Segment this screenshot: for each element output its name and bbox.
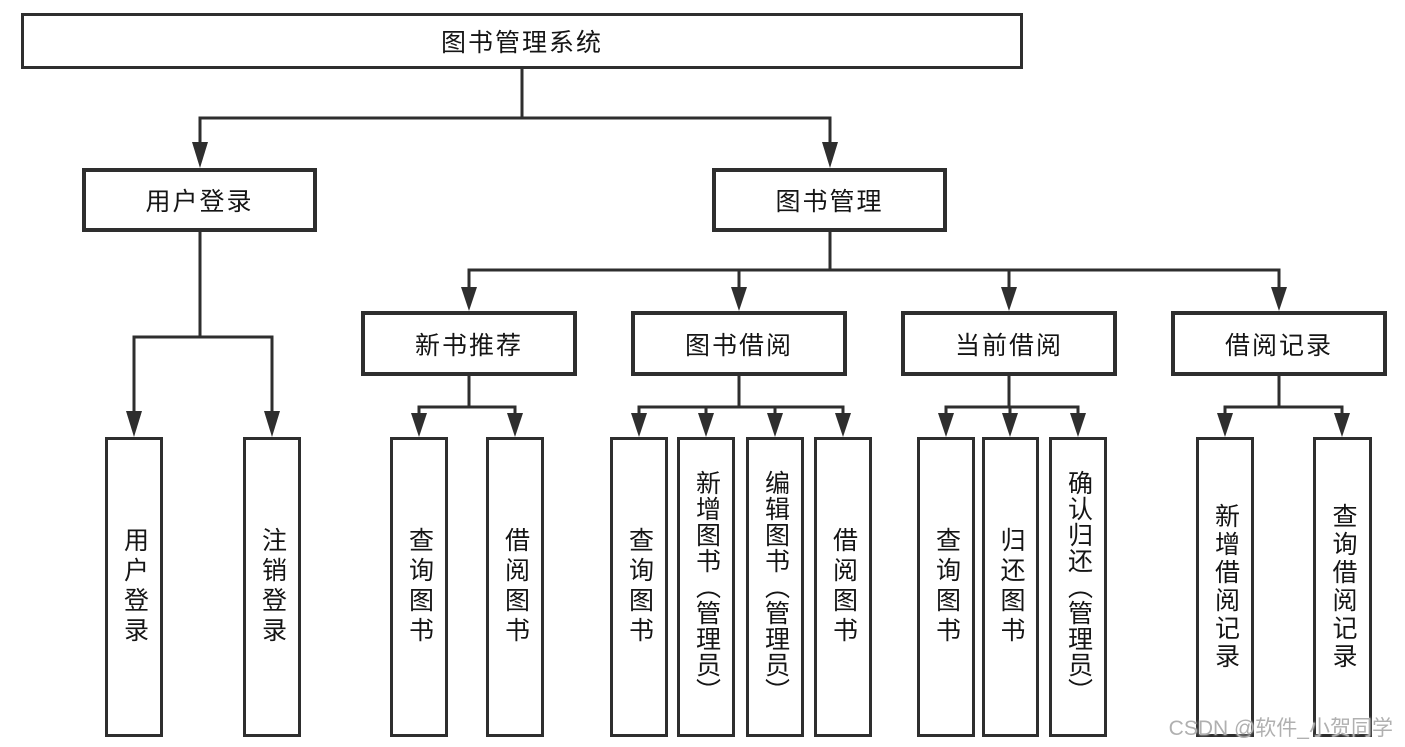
leaf-logout: 注销登录 (243, 437, 301, 737)
leaf-borrow-books-2: 借阅图书 (814, 437, 872, 737)
leaf-add-borrow-record: 新增借阅记录 (1196, 437, 1254, 737)
connector-root-to-level2 (192, 69, 838, 168)
leaf-query-books-2-label: 查询图书 (625, 527, 654, 647)
leaf-add-book-admin: 新增图书（管理员） (677, 437, 735, 737)
leaf-query-books-3-label: 查询图书 (932, 527, 961, 647)
node-new-book-recommend-label: 新书推荐 (414, 331, 523, 360)
node-book-borrow-label: 图书借阅 (684, 331, 793, 360)
node-root-label: 图书管理系统 (440, 29, 603, 57)
leaf-logout-label: 注销登录 (258, 527, 287, 647)
leaf-query-books-1: 查询图书 (390, 437, 448, 737)
leaf-query-books-1-label: 查询图书 (405, 527, 434, 647)
leaf-borrow-books-2-label: 借阅图书 (829, 527, 858, 647)
node-current-borrow: 当前借阅 (901, 311, 1117, 376)
connector-user-login-children (126, 232, 280, 437)
watermark-text: CSDN @软件_小贺同学 (1168, 717, 1393, 740)
node-root: 图书管理系统 (21, 13, 1023, 69)
node-new-book-recommend: 新书推荐 (361, 311, 577, 376)
node-current-borrow-label: 当前借阅 (954, 331, 1063, 360)
leaf-confirm-return-admin-label: 确认归还（管理员） (1064, 470, 1093, 704)
node-user-login-label: 用户登录 (145, 188, 254, 216)
leaf-query-borrow-record: 查询借阅记录 (1313, 437, 1372, 737)
leaf-query-books-2: 查询图书 (610, 437, 668, 737)
leaf-edit-book-admin: 编辑图书（管理员） (746, 437, 804, 737)
leaf-borrow-books-1-label: 借阅图书 (501, 527, 530, 647)
connector-book-management-children (461, 232, 1287, 311)
leaf-query-borrow-record-label: 查询借阅记录 (1329, 503, 1357, 671)
node-book-management: 图书管理 (712, 168, 947, 232)
leaf-user-login-label: 用户登录 (120, 527, 149, 647)
leaf-return-book-label: 归还图书 (997, 527, 1025, 647)
node-book-management-label: 图书管理 (775, 188, 884, 216)
leaf-add-borrow-record-label: 新增借阅记录 (1211, 503, 1240, 671)
node-user-login: 用户登录 (82, 168, 317, 232)
leaf-query-books-3: 查询图书 (917, 437, 975, 737)
connector-current-borrow-children (938, 376, 1086, 437)
leaf-return-book: 归还图书 (982, 437, 1039, 737)
node-borrow-records-label: 借阅记录 (1224, 331, 1333, 360)
leaf-edit-book-admin-label: 编辑图书（管理员） (761, 470, 790, 704)
node-book-borrow: 图书借阅 (631, 311, 847, 376)
connector-book-borrow-children (631, 376, 851, 437)
connector-borrow-record-children (1217, 376, 1350, 437)
leaf-confirm-return-admin: 确认归还（管理员） (1049, 437, 1107, 737)
node-borrow-records: 借阅记录 (1171, 311, 1387, 376)
leaf-borrow-books-1: 借阅图书 (486, 437, 544, 737)
connector-new-book-children (411, 376, 523, 437)
leaf-add-book-admin-label: 新增图书（管理员） (692, 470, 721, 704)
leaf-user-login: 用户登录 (105, 437, 163, 737)
